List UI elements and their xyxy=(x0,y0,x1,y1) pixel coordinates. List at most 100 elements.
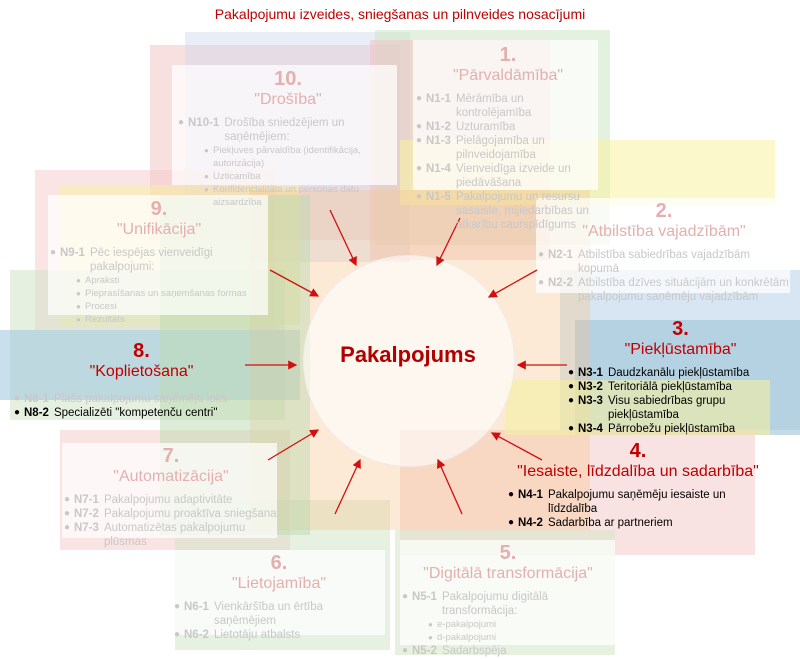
item-text: Sadarbspēja xyxy=(441,645,507,657)
item-code: N6-2 xyxy=(184,629,209,641)
arrow-from-b4 xyxy=(490,432,543,461)
sub-bullet-icon: ● xyxy=(76,302,81,311)
item-text: Atbilstība sabiedrības vajadzībām kopumā xyxy=(577,249,750,275)
arrow-from-b5 xyxy=(437,458,463,515)
block-number: 5. xyxy=(499,542,517,564)
bullet-icon: ● xyxy=(508,489,515,500)
sub-item-text: Konfidencialitāte un personas datu aizsa… xyxy=(213,184,359,208)
block-number: 9. xyxy=(150,198,168,220)
block-number: 4. xyxy=(629,440,647,462)
block-title: "Piekļūstamība" xyxy=(624,341,737,358)
center-circle xyxy=(303,255,515,467)
item-text: Pielāgojamība un pilnveidojamība xyxy=(455,135,545,161)
sub-item-text: Uzticamība xyxy=(213,171,261,182)
item-code: N7-1 xyxy=(74,494,99,506)
block-title: "Unifikācija" xyxy=(116,221,202,238)
sub-item: ●Apraksti xyxy=(76,274,268,287)
item-code: N10-1 xyxy=(188,117,220,129)
list-item: ●N4-1 Pakalpojumu saņēmēju iesaiste un lī… xyxy=(508,488,768,516)
sub-item-text: e-pakalpojumi xyxy=(437,619,497,630)
item-code: N7-3 xyxy=(74,522,99,534)
bullet-icon: ● xyxy=(568,423,575,434)
block-number: 7. xyxy=(162,445,180,467)
block-number: 1. xyxy=(499,44,517,66)
sub-item: ●Konfidencialitāte un personas datu aizs… xyxy=(204,183,398,209)
bullet-icon: ● xyxy=(416,163,423,174)
bullet-icon: ● xyxy=(64,494,71,505)
item-text: Pakalpojumu proaktīva sniegšana xyxy=(103,508,277,520)
item-code: N6-1 xyxy=(184,601,209,613)
block-number: 3. xyxy=(672,318,689,340)
pane-b7 xyxy=(62,443,277,538)
item-text: Pārrobežu piekļūstamība xyxy=(607,423,736,435)
pane-b1 xyxy=(413,40,598,190)
sub-item-text: Rezultāts xyxy=(85,314,125,325)
bullet-icon: ● xyxy=(538,249,545,260)
sub-item: ●Procesi xyxy=(76,300,268,313)
diagram-title: Pakalpojumu izveides, sniegšanas un piln… xyxy=(214,6,586,22)
pane-b6 xyxy=(172,550,385,635)
sub-item: ●d-pakalpojumi xyxy=(428,631,614,644)
arrow-from-b7 xyxy=(267,429,320,461)
bullet-icon: ● xyxy=(568,381,575,392)
arrow-from-b6 xyxy=(334,458,361,515)
block-4-iesaiste: 4. "Iesaiste, līdzdalība un sadarbība" ●… xyxy=(508,440,768,530)
center-label: Pakalpojums xyxy=(340,342,476,367)
block-title: "Drošība" xyxy=(254,91,322,108)
bullet-icon: ● xyxy=(174,601,181,612)
item-text: Mērāmība un kontrolējamība xyxy=(455,93,532,119)
bullet-icon: ● xyxy=(568,395,575,406)
item-code: N3-3 xyxy=(578,395,603,407)
item-code: N1-5 xyxy=(426,191,451,203)
item-code: N8-2 xyxy=(24,407,49,419)
bullet-icon: ● xyxy=(508,517,515,528)
arrow-from-b9 xyxy=(269,269,320,297)
item-code: N4-1 xyxy=(518,489,543,501)
item-text: Atbilstība dzīves situācijām un konkrētā… xyxy=(577,277,789,303)
arrow-from-b10 xyxy=(329,209,357,267)
bullet-icon: ● xyxy=(416,121,423,132)
item-code: N3-1 xyxy=(578,367,603,379)
bullet-icon: ● xyxy=(416,135,423,146)
block-title: "Atbilstība vajadzībām" xyxy=(582,223,746,240)
item-text: Sadarbība ar partneriem xyxy=(547,517,673,529)
bullet-icon: ● xyxy=(538,277,545,288)
item-text: Drošība sniedzējiem un saņēmējiem: xyxy=(224,117,345,143)
block-number: 2. xyxy=(655,200,673,222)
sub-bullet-icon: ● xyxy=(428,633,433,642)
sub-item: ●e-pakalpojumi xyxy=(428,618,614,631)
sub-bullet-icon: ● xyxy=(76,315,81,324)
bullet-icon: ● xyxy=(174,629,181,640)
item-text: Pakalpojumu saņēmēju iesaiste un līdzdal… xyxy=(547,489,726,515)
item-text: Pakalpojumu adaptivitāte xyxy=(103,494,233,506)
item-code: N3-2 xyxy=(578,381,603,393)
bullet-icon: ● xyxy=(402,591,409,602)
bullet-icon: ● xyxy=(416,93,423,104)
item-code: N2-1 xyxy=(548,249,573,261)
item-text: Plašs pakalpojumu saņēmēju loks xyxy=(53,393,228,405)
block-title: "Automatizācija" xyxy=(113,468,229,485)
sub-item: ●Piekļuves pārvaldība (identifikācija, a… xyxy=(204,144,398,170)
item-text: Automatizētas pakalpojumu plūsmas xyxy=(103,522,246,548)
sub-bullet-icon: ● xyxy=(76,276,81,285)
arrow-from-b2 xyxy=(487,269,538,298)
sub-item-text: Piekļuves pārvaldība (identifikācija, au… xyxy=(213,145,361,169)
